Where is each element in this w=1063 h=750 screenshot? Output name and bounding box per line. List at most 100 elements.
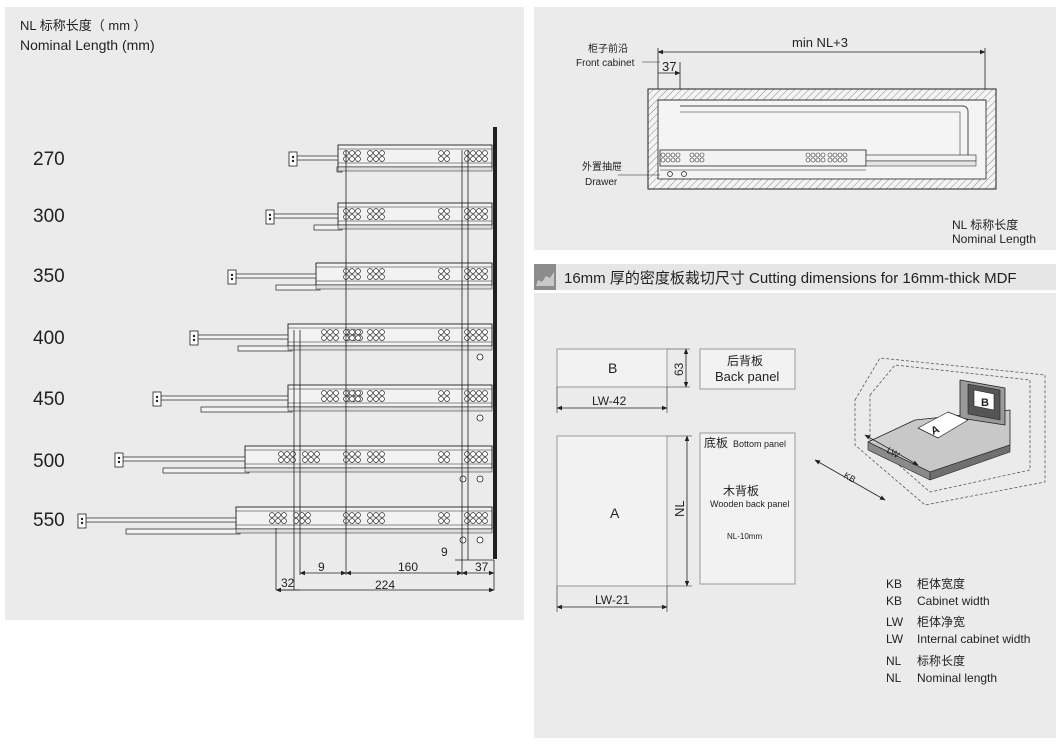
dim-63: 63 (672, 362, 686, 376)
rail-hole (476, 274, 482, 280)
rail-hole (476, 396, 482, 402)
rail-hole (367, 518, 373, 524)
rail-hole (349, 451, 355, 457)
legend: KB 柜体宽度 KB Cabinet width LW 柜体净宽 LW Inte… (886, 576, 1030, 685)
legend-lw-cn: 柜体净宽 (917, 614, 965, 629)
rail-hole (482, 518, 488, 524)
rail-hole (482, 156, 488, 162)
rail-hole (314, 457, 320, 463)
drawer-cn: 外置抽屉 (582, 160, 622, 173)
banner-stairs-icon (536, 272, 554, 286)
rail-hole (269, 512, 275, 518)
rail-hole (444, 329, 450, 335)
bottom-panel-cn: 底板 (704, 435, 728, 450)
rail-hole (367, 451, 373, 457)
back-panel-box (699, 348, 796, 390)
rail-hole (444, 457, 450, 463)
legend-nl-abbr: NL (886, 654, 902, 668)
rail-hole (281, 518, 287, 524)
panel-a (556, 435, 668, 587)
rail-hole (482, 208, 488, 214)
rail-hole (438, 214, 444, 220)
drawer-hole (670, 157, 676, 163)
rail-hole (367, 512, 373, 518)
rail-hole (379, 335, 385, 341)
rail-wheel (476, 536, 484, 544)
banner-bar (534, 264, 1056, 290)
rail-hole (355, 274, 361, 280)
rail-hole (482, 274, 488, 280)
drawer-hole (675, 157, 681, 163)
rail-hole (379, 329, 385, 335)
rail-hole (482, 268, 488, 274)
drawer-hole (837, 152, 843, 158)
rail-hole (333, 396, 339, 402)
drawer-hole (815, 152, 821, 158)
rail-wheel (476, 475, 484, 483)
rail-hole (438, 335, 444, 341)
panel-a-label: A (610, 505, 620, 521)
slide-rail (114, 445, 493, 483)
back-panel-cn: 后背板 (727, 354, 763, 368)
legend-kb-abbr: KB (886, 577, 902, 591)
rail-extension (197, 334, 289, 340)
rail-hole (438, 451, 444, 457)
rail-hole (349, 512, 355, 518)
rail-hole (355, 451, 361, 457)
rail-hole (476, 335, 482, 341)
rail-hole (464, 396, 470, 402)
length-label-500: 500 (33, 451, 65, 472)
rail-hole (379, 512, 385, 518)
rail-hole (464, 274, 470, 280)
rail-hole (373, 208, 379, 214)
length-label-550: 550 (33, 510, 65, 531)
legend-lw-abbr-2: LW (886, 632, 904, 646)
drawer-hole (665, 157, 671, 163)
rail-hole (482, 396, 488, 402)
drawer-hole (694, 157, 700, 163)
rail-hole (349, 457, 355, 463)
rail-hole (355, 214, 361, 220)
rail-hole (355, 512, 361, 518)
rail-hole (373, 329, 379, 335)
legend-nl-en: Nominal length (917, 671, 997, 685)
rail-hole (355, 329, 361, 335)
rail-hole (373, 214, 379, 220)
rail-lower-extension (200, 406, 293, 413)
drawer-hole (832, 152, 838, 158)
rail-hole (355, 457, 361, 463)
rail-hole (355, 518, 361, 524)
nl-minus-label: NL-10mm (727, 532, 762, 541)
rail-hole (444, 518, 450, 524)
rail-hole (476, 208, 482, 214)
rail-body (235, 506, 493, 530)
front-cabinet-cn: 柜子前沿 (588, 42, 628, 55)
rail-extension (235, 273, 317, 279)
rail-extension (160, 395, 289, 401)
bottom-panel-en: Bottom panel (733, 439, 786, 449)
legend-lw-en: Internal cabinet width (917, 632, 1030, 646)
rail-hole (373, 512, 379, 518)
rail-hole (367, 150, 373, 156)
drawer-hole (810, 152, 816, 158)
slide-rail (288, 144, 493, 173)
rail-extension (122, 456, 246, 462)
rail-hole (327, 329, 333, 335)
rail-extension (273, 213, 339, 219)
drawer-hole (660, 157, 666, 163)
length-label-270: 270 (33, 149, 65, 170)
rail-hole (373, 274, 379, 280)
rail-hole (302, 451, 308, 457)
rail-hole (438, 518, 444, 524)
rail-hole (482, 329, 488, 335)
rail-hole (349, 390, 355, 396)
rail-hole (464, 208, 470, 214)
rail-hole (373, 150, 379, 156)
drawer-hole (837, 157, 843, 163)
rail-hole (373, 518, 379, 524)
rail-hole (367, 390, 373, 396)
nl-dim-label: NL (672, 500, 687, 517)
front-bracket (189, 330, 199, 346)
rail-hole (308, 451, 314, 457)
rail-hole (278, 451, 284, 457)
